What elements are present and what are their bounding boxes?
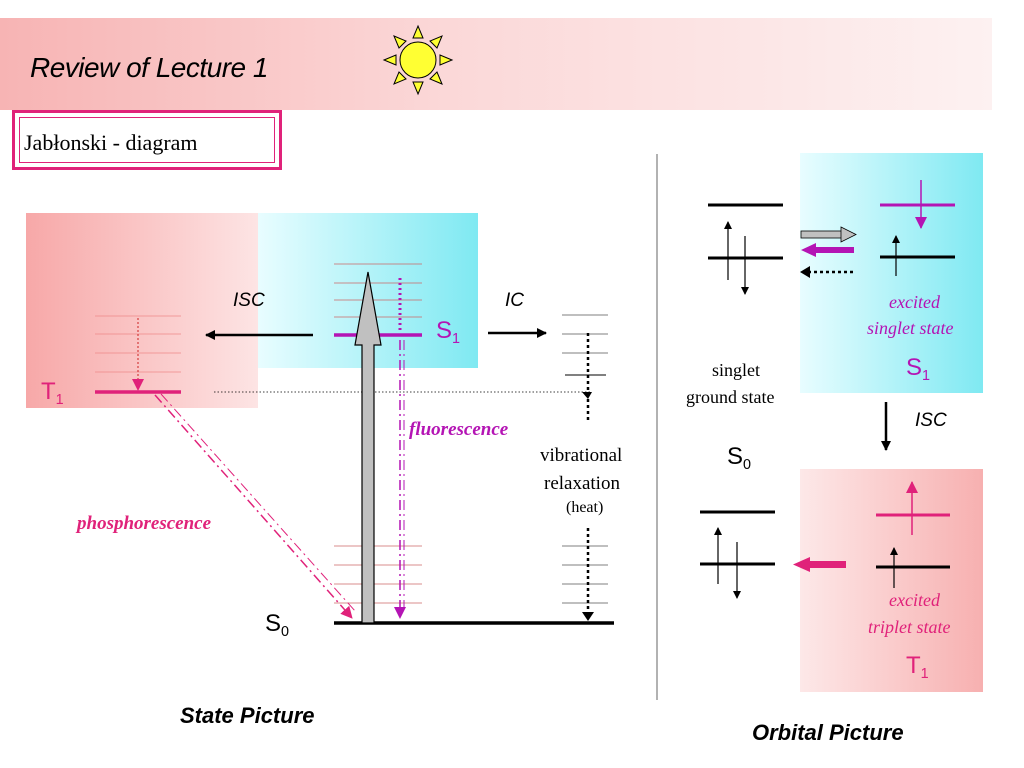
- excited-singlet-line1: excited: [889, 292, 940, 312]
- excited-triplet-line1: excited: [889, 590, 940, 610]
- vib-relax-line3: (heat): [566, 499, 604, 516]
- s0-vib-levels: [334, 545, 422, 604]
- excited-singlet-line2: singlet state: [867, 318, 954, 338]
- excited-triplet-line2: triplet state: [868, 617, 951, 637]
- fluorescence-small-arrow: [801, 243, 854, 257]
- page-title: Review of Lecture 1: [30, 52, 268, 83]
- orbital-s1-label: S1: [906, 354, 931, 385]
- vib-relax-lower-levels: [562, 545, 608, 604]
- subtitle: Jabłonski - diagram: [24, 130, 198, 155]
- subtitle-box: [12, 110, 282, 170]
- absorption-arrow: [354, 271, 382, 624]
- orbital-triplet-region: [800, 469, 983, 692]
- s1-label: S1: [436, 317, 461, 348]
- ic-label: IC: [505, 290, 524, 311]
- header-band: [0, 18, 992, 110]
- sun-icon: [382, 24, 454, 96]
- orbital-isc-label: ISC: [915, 410, 947, 431]
- isc-label: ISC: [233, 290, 265, 311]
- orbital-picture-caption: Orbital Picture: [752, 720, 904, 745]
- singlet-ground-line1: singlet: [712, 360, 760, 380]
- absorption-small-arrow: [800, 226, 857, 243]
- phosphorescence-label: phosphorescence: [77, 513, 212, 534]
- s1-vib-levels: [334, 263, 422, 318]
- orbital-t1-label: T1: [906, 652, 929, 683]
- orbital-s0-label: S0: [727, 443, 752, 474]
- vib-relax-upper-levels: [562, 314, 608, 354]
- orbital-singlet-region: [800, 153, 983, 393]
- triplet-region: [26, 213, 258, 408]
- s0-label: S0: [265, 610, 290, 641]
- vib-relax-line1: vibrational: [540, 445, 623, 466]
- phosphorescence-arrow: [154, 394, 353, 619]
- state-picture-caption: State Picture: [180, 703, 315, 728]
- vib-relax-line2: relaxation: [544, 473, 620, 494]
- phosphorescence-small-arrow: [793, 557, 846, 572]
- fluorescence-label: fluorescence: [409, 419, 509, 440]
- t1-label: T1: [41, 378, 64, 409]
- singlet-ground-line2: ground state: [686, 387, 775, 407]
